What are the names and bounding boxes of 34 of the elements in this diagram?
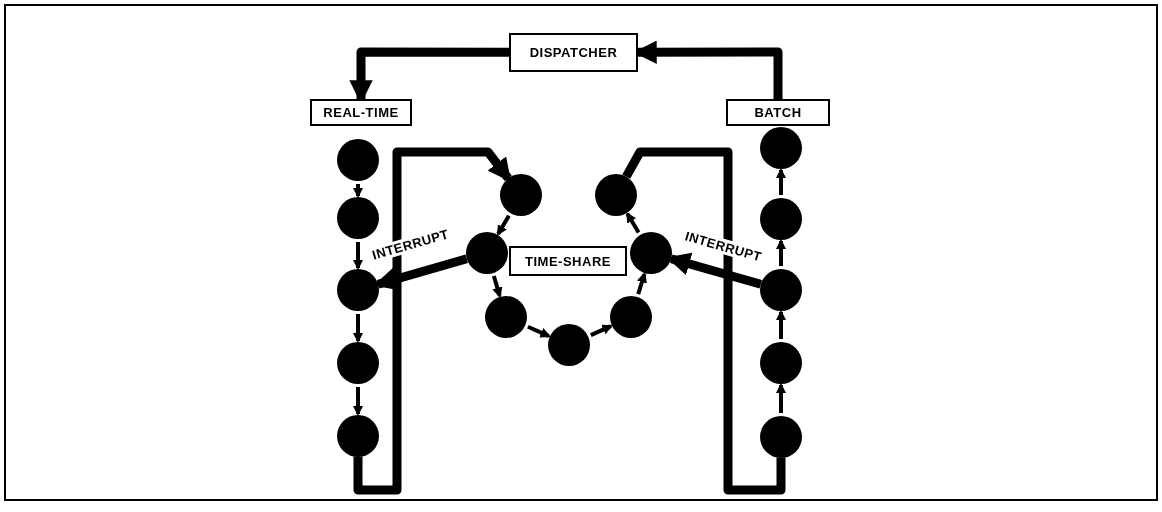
process-circle bbox=[630, 232, 672, 274]
process-circle bbox=[760, 416, 802, 458]
process-circle bbox=[466, 232, 508, 274]
process-circle bbox=[337, 269, 379, 311]
arrow bbox=[636, 272, 647, 295]
process-circle bbox=[760, 269, 802, 311]
label-box: DISPATCHER bbox=[509, 33, 638, 72]
arrow bbox=[352, 184, 364, 199]
arrow bbox=[775, 309, 787, 339]
process-circle bbox=[760, 127, 802, 169]
arrow bbox=[625, 212, 641, 234]
arrow bbox=[352, 242, 364, 271]
process-circle bbox=[337, 342, 379, 384]
arrow bbox=[775, 238, 787, 266]
label-box: BATCH bbox=[726, 99, 830, 126]
label-box: TIME-SHARE bbox=[509, 246, 627, 276]
arrow bbox=[496, 214, 511, 236]
label-box: REAL-TIME bbox=[310, 99, 412, 126]
process-circle bbox=[548, 324, 590, 366]
process-circle bbox=[760, 342, 802, 384]
arrow bbox=[775, 167, 787, 195]
arrow bbox=[352, 387, 364, 417]
process-circle bbox=[485, 296, 527, 338]
process-circle bbox=[337, 139, 379, 181]
process-circle bbox=[610, 296, 652, 338]
arrow bbox=[775, 382, 787, 413]
arrow bbox=[590, 324, 613, 337]
arrow bbox=[352, 314, 364, 344]
process-circle bbox=[595, 174, 637, 216]
process-circle bbox=[337, 415, 379, 457]
process-circle bbox=[500, 174, 542, 216]
arrow bbox=[491, 275, 503, 298]
arrow bbox=[527, 324, 551, 338]
process-circle bbox=[760, 198, 802, 240]
